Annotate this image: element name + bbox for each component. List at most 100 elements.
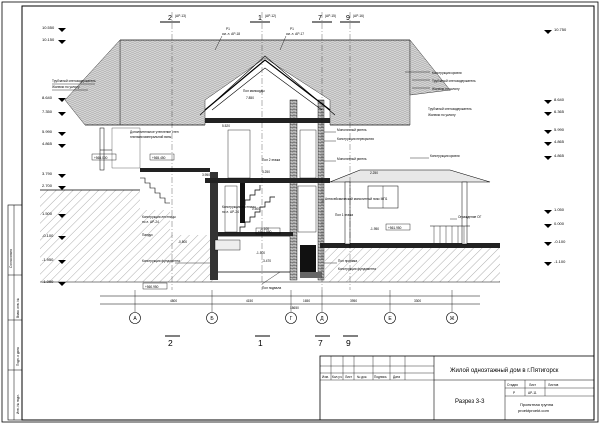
left-binding-strip: Согласовано Взам. инв. № Подп. и дата Ин… [7,204,23,421]
company-site: proektproekt.com [518,408,550,413]
stamp-header: № док. [357,375,367,379]
callout-floor1: Пол 1 этажа [335,213,353,217]
svg-text:Б: Б [210,316,214,322]
svg-text:3.950: 3.950 [202,173,210,177]
svg-text:P1: P1 [290,27,294,31]
svg-text:-0.100: -0.100 [260,227,269,231]
strip-label-inv: Инв. № подл. [16,394,20,414]
strip-label-replace: Взам. инв. № [16,298,20,318]
axis-bubble: Д [316,290,328,324]
svg-text:3950: 3950 [350,299,357,303]
svg-text:4150: 4150 [246,299,253,303]
callout-insul: Дополнительное утепление стен [130,130,179,134]
svg-text:5.990: 5.990 [42,129,53,134]
svg-text:3300: 3300 [414,299,421,303]
svg-text:10.150: 10.150 [42,37,55,42]
svg-text:0.000: 0.000 [554,221,565,226]
project-title: Жилой одноэтажный дом в г.Пятигорск [450,367,559,374]
section-mark-2-top[interactable]: 2 [168,15,172,22]
section-marks-top: 2 (АР-13) 1 (АР-12) 7 (АР-15) 9 (АР-16) [160,12,364,290]
stamp-header: Кол.уч. [332,375,343,379]
svg-text:(АР-15): (АР-15) [325,14,336,18]
section-mark-9-bottom[interactable]: 9 [346,338,351,348]
ground-hatch [40,177,500,283]
axis-bubbles: А Б Г Д Е Ж [129,290,458,324]
svg-text:-0.100: -0.100 [42,233,54,238]
sheet-name: Разрез 3-3 [455,399,485,405]
svg-text:3.790: 3.790 [42,171,53,176]
callout-pit-floor: Пол приямка [338,259,357,263]
title-block: Изм. Кол.уч. Лист № док. Подпись Дата Жи… [319,355,595,421]
svg-text:10.550: 10.550 [42,25,55,30]
level-markers-left: 10.550 10.150 8.640 7.350 5.990 4.865 3.… [42,25,66,286]
axis-bubble: Е [384,290,396,324]
section-mark-7-bottom[interactable]: 7 [318,338,323,348]
abs-level-tags: +565.000 +561.950 +560.950 +565.450 +561… [91,153,411,290]
stamp-header: Изм. [322,375,329,379]
svg-text:1.500: 1.500 [252,207,260,211]
callout-roof-struct: Конструкция кровли [432,71,462,75]
svg-text:18650: 18650 [290,306,299,310]
callout-vent-left: Жалюзи по уклону [52,85,80,89]
strip-label-agreed: Согласовано [9,249,13,268]
callout-mono-beam: Монолитный ригель [337,128,367,132]
svg-text:2.250: 2.250 [370,171,378,175]
svg-text:4800: 4800 [170,299,177,303]
section-mark-7-top[interactable]: 7 [318,15,322,22]
callout-gutter: Трубчатый снегозадержатель [432,79,476,83]
section-mark-1-bottom[interactable]: 1 [258,338,263,348]
svg-text:4.865: 4.865 [42,141,53,146]
callout-slab: Конструкция перекрытия [337,137,374,141]
axis-bubble: Ж [446,290,458,324]
svg-text:-1.000: -1.000 [42,279,54,284]
svg-text:Е: Е [388,316,392,322]
sheet-header: Лист [529,383,536,387]
strip-label-sign-date: Подп. и дата [16,347,20,366]
svg-text:Ж: Ж [450,316,455,322]
callout-roof-vent: Жалюзи по уклону [432,87,460,91]
svg-text:+560.950: +560.950 [145,285,159,289]
svg-text:2.700: 2.700 [42,183,53,188]
svg-text:-0.100: -0.100 [554,239,566,244]
axis-bubble: А [129,290,141,324]
svg-text:5.520: 5.520 [222,124,230,128]
svg-text:1.050: 1.050 [554,207,565,212]
svg-text:-0.500: -0.500 [178,240,187,244]
svg-text:(АР-12): (АР-12) [265,14,276,18]
callout-stair-ref: по л. АР-24 [222,210,239,214]
stamp-header: Дата [393,375,400,379]
callout-stair-left: Конструкция лестницы [142,215,176,219]
callout-stair-left-ref: по л. АР-24 [142,220,159,224]
sheet-number: АР-11 [528,391,537,395]
section-mark-1-top[interactable]: 1 [258,15,262,22]
walls [99,118,500,251]
roof [64,39,451,126]
callouts: Конструкция кровли Трубчатый снегозадерж… [52,71,482,290]
svg-text:-1.500: -1.500 [256,251,265,255]
section-mark-9-top[interactable]: 9 [346,15,350,22]
axis-bubble: Г [285,290,297,324]
stamp-header: Подпись [374,375,387,379]
svg-text:-1.100: -1.100 [554,259,566,264]
level-markers-inner: 7.850 5.520 3.250 3.950 2.250 1.500 -0.1… [91,96,411,290]
svg-text:7.850: 7.850 [246,96,254,100]
stage-value: Р [513,391,515,395]
section-marks-bottom: 2 1 7 9 [165,335,358,348]
dimension-lines: 4800 4150 1650 3950 3300 18650 [100,295,480,310]
callout-found: Конструкция фундамента [142,259,180,263]
section-mark-2-bottom[interactable]: 2 [168,338,173,348]
stamp-header: Лист [345,375,352,379]
svg-text:А: А [133,316,137,322]
sheets-header: Листов [548,383,559,387]
svg-text:10.750: 10.750 [554,27,567,32]
svg-text:8.640: 8.640 [42,95,53,100]
callout-roof-struct2: Конструкция кровли [430,154,460,158]
svg-text:+561.950: +561.950 [388,226,402,230]
position-markers: P1 см. л. АР-18 P1 см. л. АР-17 [214,27,304,51]
callout-attic: Пол мансарды [243,89,265,93]
svg-text:5.990: 5.990 [554,127,565,132]
callout-mono-beam2: Монолитный ригель [337,157,367,161]
svg-text:3.250: 3.250 [262,170,270,174]
